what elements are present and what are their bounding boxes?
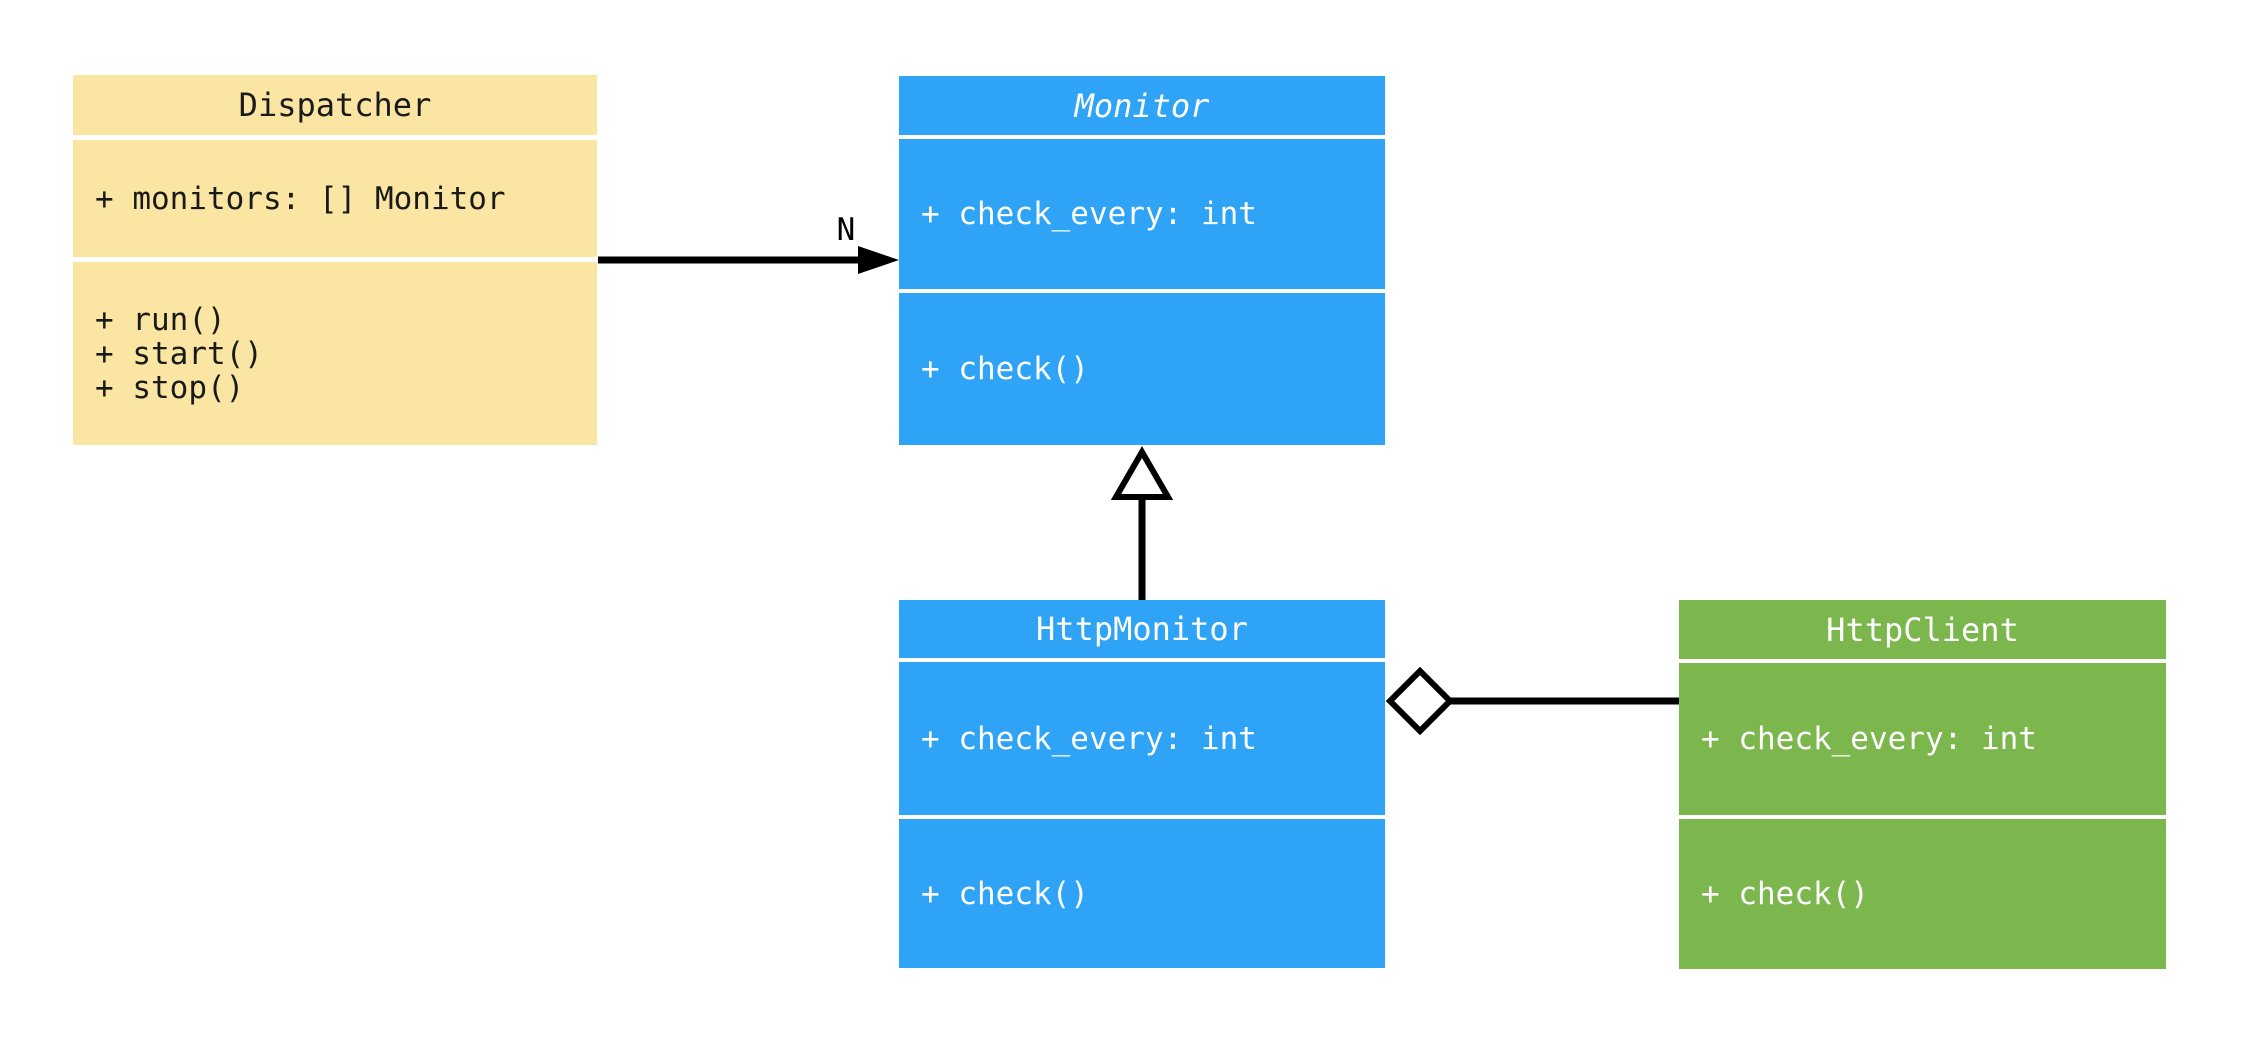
method-item: + run() <box>95 301 226 338</box>
class-name: Monitor <box>1074 86 1210 125</box>
aggregation-diamond <box>1385 666 1455 736</box>
attribute-item: + check_every: int <box>921 720 1257 757</box>
class-name: HttpMonitor <box>1036 610 1248 648</box>
class-title-compartment: HttpClient <box>1679 600 2166 659</box>
multiplicity-label: N <box>836 212 856 248</box>
methods-compartment: + check() <box>899 293 1385 445</box>
attribute-item: + check_every: int <box>1701 721 2037 757</box>
method-item: + check() <box>1701 876 1869 912</box>
method-item: + stop() <box>95 369 245 406</box>
class-httpclient: HttpClient + check_every: int + check() <box>1679 600 2166 969</box>
attribute-item: + monitors: [] Monitor <box>95 180 506 217</box>
class-dispatcher: Dispatcher + monitors: [] Monitor + run(… <box>73 75 597 445</box>
attributes-compartment: + monitors: [] Monitor <box>73 140 597 257</box>
attributes-compartment: + check_every: int <box>899 662 1385 815</box>
class-title-compartment: Monitor <box>899 76 1385 135</box>
class-httpmonitor: HttpMonitor + check_every: int + check() <box>899 600 1385 968</box>
class-title-compartment: HttpMonitor <box>899 600 1385 658</box>
methods-compartment: + run() + start() + stop() <box>73 262 597 445</box>
class-name: HttpClient <box>1826 610 2019 649</box>
method-item: + check() <box>921 351 1089 387</box>
class-monitor: Monitor + check_every: int + check() <box>899 76 1385 445</box>
method-item: + check() <box>921 875 1089 912</box>
association-arrowhead <box>858 246 899 274</box>
inheritance-triangle <box>1110 446 1174 500</box>
method-item: + start() <box>95 335 263 372</box>
attributes-compartment: + check_every: int <box>899 139 1385 289</box>
methods-compartment: + check() <box>1679 819 2166 969</box>
attributes-compartment: + check_every: int <box>1679 663 2166 815</box>
class-title-compartment: Dispatcher <box>73 75 597 135</box>
class-name: Dispatcher <box>238 86 432 124</box>
attribute-item: + check_every: int <box>921 196 1257 232</box>
methods-compartment: + check() <box>899 819 1385 968</box>
